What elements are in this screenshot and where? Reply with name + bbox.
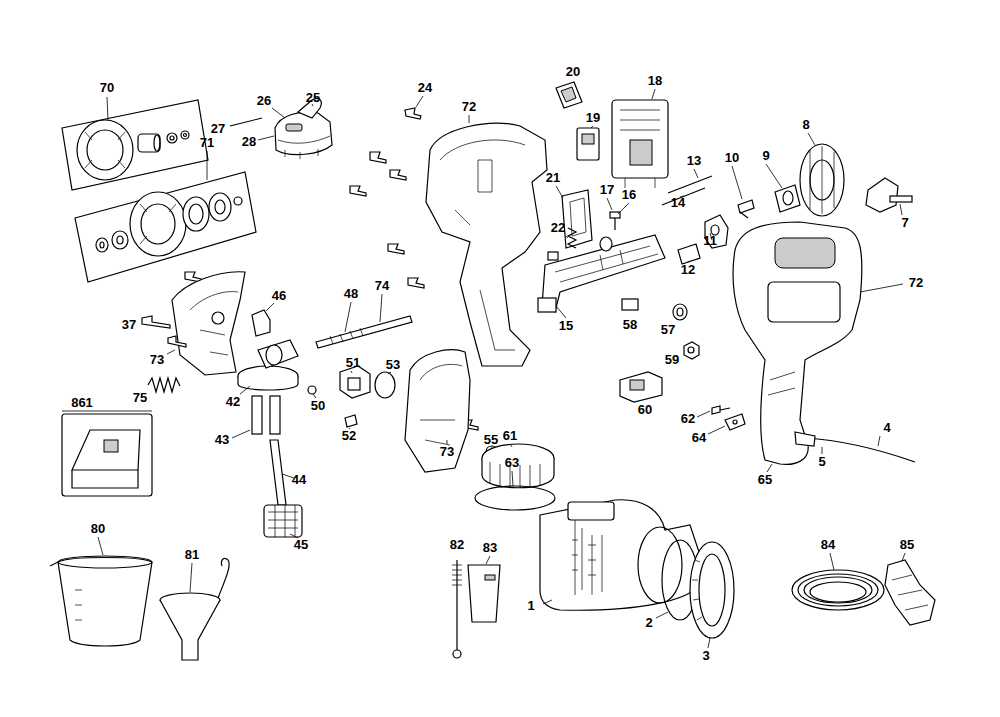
callout-number: 72 (908, 276, 924, 290)
cap-assembly (230, 98, 332, 159)
callout-number: 62 (680, 412, 696, 426)
callout-number: 24 (417, 81, 433, 95)
housing-half (697, 222, 915, 472)
small-parts (620, 304, 699, 402)
callout-number: 37 (121, 318, 137, 332)
callout-number: 52 (341, 429, 357, 443)
callout-number: 19 (585, 111, 601, 125)
callout-number: 82 (449, 538, 465, 552)
callout-number: 12 (680, 263, 696, 277)
callout-number: 20 (565, 65, 581, 79)
callout-number: 74 (374, 279, 390, 293)
callout-number: 71 (199, 136, 215, 150)
nozzle-kit (75, 151, 256, 282)
callout-number: 4 (882, 421, 891, 435)
callout-number: 55 (483, 433, 499, 447)
callout-number: 18 (647, 74, 663, 88)
callout-number: 84 (820, 538, 836, 552)
callout-number: 5 (817, 455, 826, 469)
callout-number: 14 (670, 196, 686, 210)
carry-case (62, 411, 152, 496)
callout-number: 7 (900, 216, 909, 230)
callout-number: 57 (660, 323, 676, 337)
housing-half (426, 115, 547, 366)
valve-parts (340, 350, 498, 472)
accessories (50, 537, 935, 660)
callout-number: 73 (439, 445, 455, 459)
callout-number: 16 (621, 188, 637, 202)
callout-number: 44 (291, 473, 307, 487)
callout-number: 60 (637, 403, 653, 417)
callout-number: 21 (545, 171, 561, 185)
motor-switch (556, 82, 668, 248)
callout-number: 28 (241, 135, 257, 149)
callout-number: 42 (225, 395, 241, 409)
nozzle-kit (62, 97, 208, 190)
paint-container (475, 444, 734, 648)
callout-number: 46 (271, 289, 287, 303)
callout-number: 80 (90, 522, 106, 536)
callout-number: 64 (691, 431, 707, 445)
callout-number: 27 (210, 122, 226, 136)
callout-number: 22 (550, 221, 566, 235)
callout-number: 59 (664, 353, 680, 367)
callout-number: 61 (502, 429, 518, 443)
callout-number: 48 (343, 287, 359, 301)
callout-number: 17 (599, 183, 615, 197)
callout-number: 65 (757, 473, 773, 487)
callout-number: 73 (149, 353, 165, 367)
callout-number: 63 (504, 456, 520, 470)
callout-number: 25 (305, 91, 321, 105)
callout-number: 53 (385, 358, 401, 372)
callout-number: 85 (899, 538, 915, 552)
callout-number: 75 (132, 391, 148, 405)
pump-assembly (538, 198, 665, 318)
callout-number: 81 (184, 548, 200, 562)
pickup-assembly (232, 294, 412, 538)
callout-number: 15 (558, 319, 574, 333)
callout-number: 8 (801, 118, 810, 132)
callout-number: 50 (310, 399, 326, 413)
callout-number: 58 (622, 318, 638, 332)
callout-number: 70 (99, 81, 115, 95)
callout-number: 83 (482, 541, 498, 555)
callout-number: 13 (686, 154, 702, 168)
callout-number: 2 (644, 616, 653, 630)
callout-number: 51 (345, 356, 361, 370)
callout-number: 861 (70, 396, 94, 410)
callout-number: 11 (702, 234, 718, 248)
callout-number: 1 (526, 599, 535, 613)
callout-number: 10 (724, 151, 740, 165)
callout-number: 43 (214, 433, 230, 447)
callout-number: 3 (701, 649, 710, 663)
callout-number: 26 (256, 94, 272, 108)
callout-number: 45 (293, 538, 309, 552)
callout-number: 72 (461, 100, 477, 114)
callout-number: 9 (761, 149, 770, 163)
